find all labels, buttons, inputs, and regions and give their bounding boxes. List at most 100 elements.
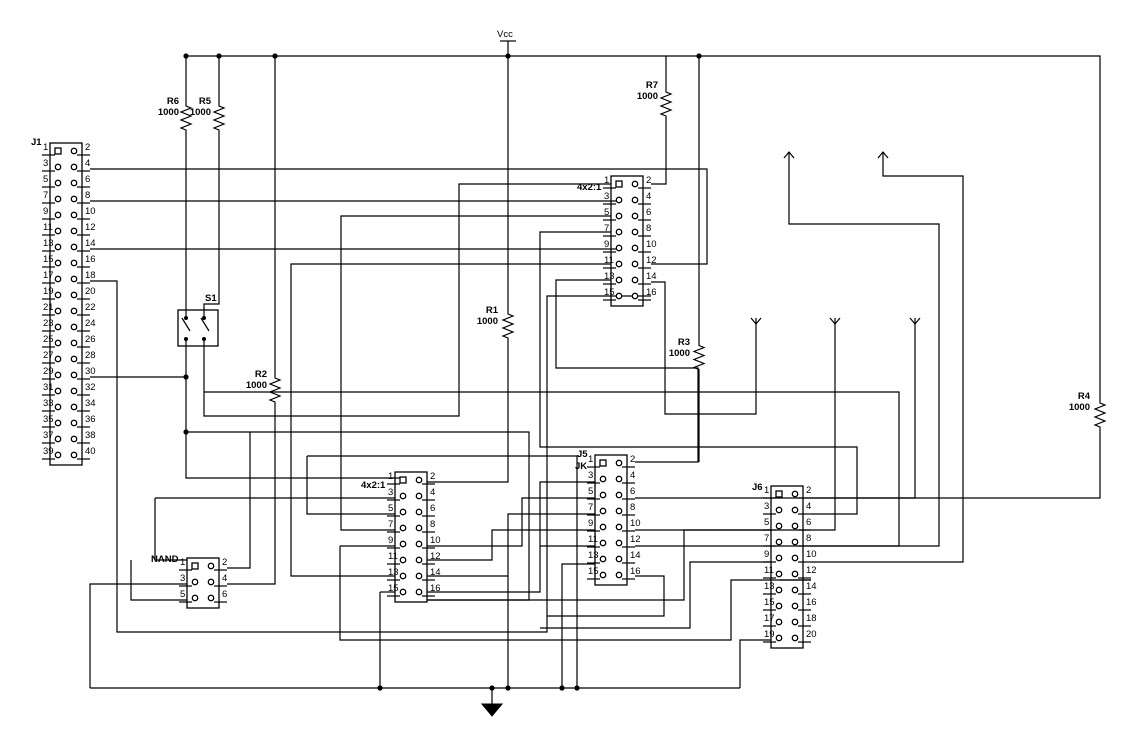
connector-body bbox=[594, 454, 628, 586]
pin-number: 39 bbox=[43, 446, 54, 457]
pin-circle bbox=[54, 371, 62, 379]
pin-number: 5 bbox=[388, 503, 393, 514]
pin-circle bbox=[54, 291, 62, 299]
pin-circle bbox=[54, 355, 62, 363]
wires bbox=[89, 53, 1101, 691]
pin-circle bbox=[207, 562, 215, 570]
pin-circle bbox=[399, 588, 407, 596]
pin-number: 3 bbox=[43, 158, 48, 169]
connector-label: J6 bbox=[752, 482, 763, 493]
pin-circle bbox=[399, 540, 407, 548]
resistor-r4 bbox=[1093, 390, 1107, 440]
resistor-r5 bbox=[212, 88, 226, 148]
test-point-marker bbox=[750, 317, 762, 325]
pin-number: 15 bbox=[388, 583, 399, 594]
resistor-r6 bbox=[179, 88, 193, 148]
pin-circle bbox=[70, 259, 78, 267]
pin-number: 4 bbox=[85, 158, 90, 169]
pin-number: 10 bbox=[85, 206, 96, 217]
pin-number: 16 bbox=[430, 583, 441, 594]
pin-circle bbox=[399, 524, 407, 532]
resistor-r2 bbox=[268, 360, 282, 420]
wire-net bbox=[427, 481, 595, 593]
pin-circle bbox=[415, 476, 423, 484]
pin-circle bbox=[54, 259, 62, 267]
pin-number: 15 bbox=[43, 254, 54, 265]
junction-dot bbox=[183, 429, 189, 435]
pin-circle bbox=[615, 292, 623, 300]
switch-contact bbox=[202, 337, 206, 341]
pin-number: 14 bbox=[646, 271, 657, 282]
pin-circle bbox=[615, 228, 623, 236]
pin-circle bbox=[415, 492, 423, 500]
resistor-symbol bbox=[212, 88, 226, 148]
pin-circle bbox=[70, 355, 78, 363]
wire-net bbox=[788, 152, 940, 547]
pin-number: 15 bbox=[588, 566, 599, 577]
pin-circle bbox=[775, 554, 783, 562]
wire-net bbox=[154, 498, 187, 561]
pin-circle bbox=[54, 339, 62, 347]
pin-square bbox=[615, 180, 623, 188]
pin-circle bbox=[791, 618, 799, 626]
test-point-marker bbox=[783, 151, 795, 159]
header-u3 bbox=[179, 557, 227, 609]
pin-circle bbox=[615, 523, 623, 531]
resistor-r1 bbox=[501, 300, 515, 352]
chip-label: 4x2:1 bbox=[361, 480, 386, 491]
pin-circle bbox=[631, 292, 639, 300]
pin-number: 2 bbox=[806, 485, 811, 496]
junction-dot bbox=[183, 53, 189, 59]
pin-number: 31 bbox=[43, 382, 54, 393]
wire-net bbox=[561, 563, 595, 688]
connector-body bbox=[610, 175, 644, 307]
test-point-marker bbox=[909, 317, 921, 325]
pin-number: 19 bbox=[764, 629, 775, 640]
pin-circle bbox=[775, 618, 783, 626]
pin-circle bbox=[631, 196, 639, 204]
pin-number: 40 bbox=[85, 446, 96, 457]
pin-circle bbox=[615, 276, 623, 284]
pin-circle bbox=[631, 180, 639, 188]
pin-number: 4 bbox=[430, 487, 435, 498]
pin-number: 3 bbox=[764, 501, 769, 512]
pin-number: 9 bbox=[588, 518, 593, 529]
pin-number: 24 bbox=[85, 318, 96, 329]
resistor-name: R7 bbox=[646, 80, 658, 91]
resistor-r7 bbox=[659, 78, 673, 130]
pin-circle bbox=[70, 179, 78, 187]
pin-number: 17 bbox=[764, 613, 775, 624]
pin-number: 12 bbox=[630, 534, 641, 545]
connector-body bbox=[186, 557, 220, 609]
pin-number: 1 bbox=[604, 175, 609, 186]
wire-net bbox=[290, 263, 611, 577]
pin-circle bbox=[631, 276, 639, 284]
switch-lever bbox=[200, 317, 210, 332]
resistor-name: R3 bbox=[678, 337, 690, 348]
pin-circle bbox=[615, 475, 623, 483]
pin-number: 9 bbox=[388, 535, 393, 546]
wire-net bbox=[227, 432, 251, 569]
pin-number: 6 bbox=[646, 207, 651, 218]
resistor-name: R2 bbox=[255, 369, 267, 380]
pin-circle bbox=[615, 539, 623, 547]
pin-number: 2 bbox=[630, 454, 635, 465]
pin-circle bbox=[54, 195, 62, 203]
resistor-value: 1000 bbox=[477, 316, 498, 327]
pin-number: 25 bbox=[43, 334, 54, 345]
pin-circle bbox=[399, 556, 407, 564]
test-point-marker bbox=[829, 317, 841, 325]
connector-body bbox=[770, 485, 804, 649]
pin-number: 38 bbox=[85, 430, 96, 441]
pin-number: 7 bbox=[43, 190, 48, 201]
test-point-marker bbox=[877, 151, 889, 159]
vcc-symbol bbox=[500, 40, 516, 56]
pin-number: 7 bbox=[588, 502, 593, 513]
pin-circle bbox=[70, 275, 78, 283]
pin-number: 14 bbox=[630, 550, 641, 561]
pin-number: 7 bbox=[388, 519, 393, 530]
pin-number: 15 bbox=[764, 597, 775, 608]
pin-circle bbox=[54, 179, 62, 187]
resistor-name: R1 bbox=[486, 305, 499, 316]
